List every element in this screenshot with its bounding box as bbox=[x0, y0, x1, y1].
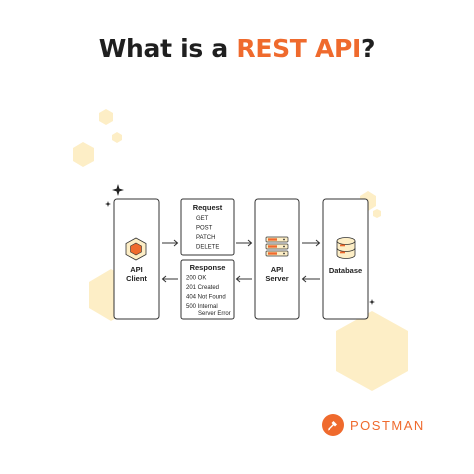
api-server-node: API Server bbox=[254, 198, 300, 320]
response-code: 404 Not Found bbox=[186, 295, 226, 301]
hexagon-icon bbox=[125, 237, 147, 261]
sparkle-icon bbox=[105, 201, 111, 207]
request-method: DELETE bbox=[196, 245, 219, 251]
decor-hexagon bbox=[99, 109, 113, 125]
postman-brand: POSTMAN bbox=[322, 414, 425, 436]
arrow-right-icon bbox=[302, 239, 321, 247]
response-title: Response bbox=[190, 263, 226, 272]
request-title: Request bbox=[193, 203, 223, 212]
api-client-label-line1: API bbox=[130, 265, 143, 274]
request-method: PATCH bbox=[196, 235, 215, 241]
request-method: POST bbox=[196, 226, 213, 232]
arrow-left-icon bbox=[235, 275, 252, 283]
arrow-left-icon bbox=[301, 275, 320, 283]
response-code: Server Error bbox=[198, 311, 231, 317]
arrows bbox=[161, 239, 321, 283]
database-label: Database bbox=[329, 266, 362, 275]
api-server-label-line1: API bbox=[271, 265, 284, 274]
database-node: Database bbox=[322, 198, 369, 320]
title-highlight: REST API bbox=[236, 34, 362, 63]
page-title: What is a REST API? bbox=[0, 34, 474, 63]
title-prefix: What is a bbox=[98, 34, 237, 63]
postman-wordmark: POSTMAN bbox=[350, 417, 425, 433]
api-server-label-line2: Server bbox=[265, 274, 288, 283]
response-panel: Response 200 OK 201 Created 404 Not Foun… bbox=[180, 259, 235, 320]
decor-hexagon bbox=[336, 311, 408, 391]
arrow-right-icon bbox=[162, 239, 179, 247]
arrow-left-icon bbox=[161, 275, 178, 283]
sparkle-icon bbox=[369, 299, 375, 305]
request-method: GET bbox=[196, 216, 209, 222]
arrow-right-icon bbox=[236, 239, 253, 247]
database-icon bbox=[336, 237, 356, 259]
title-suffix: ? bbox=[361, 34, 376, 63]
postman-logo-icon bbox=[322, 414, 344, 436]
decor-hexagon bbox=[73, 142, 94, 167]
response-code: 500 Internal bbox=[186, 304, 218, 310]
api-client-node: API Client bbox=[113, 198, 160, 320]
server-stack-icon bbox=[265, 236, 289, 257]
sparkle-icon bbox=[112, 184, 124, 196]
request-panel: Request GET POST PATCH DELETE bbox=[180, 198, 235, 256]
api-client-label-line2: Client bbox=[126, 274, 147, 283]
response-code: 200 OK bbox=[186, 276, 206, 282]
decor-hexagon bbox=[373, 209, 381, 218]
decor-hexagon bbox=[112, 132, 122, 143]
response-code: 201 Created bbox=[186, 285, 219, 291]
